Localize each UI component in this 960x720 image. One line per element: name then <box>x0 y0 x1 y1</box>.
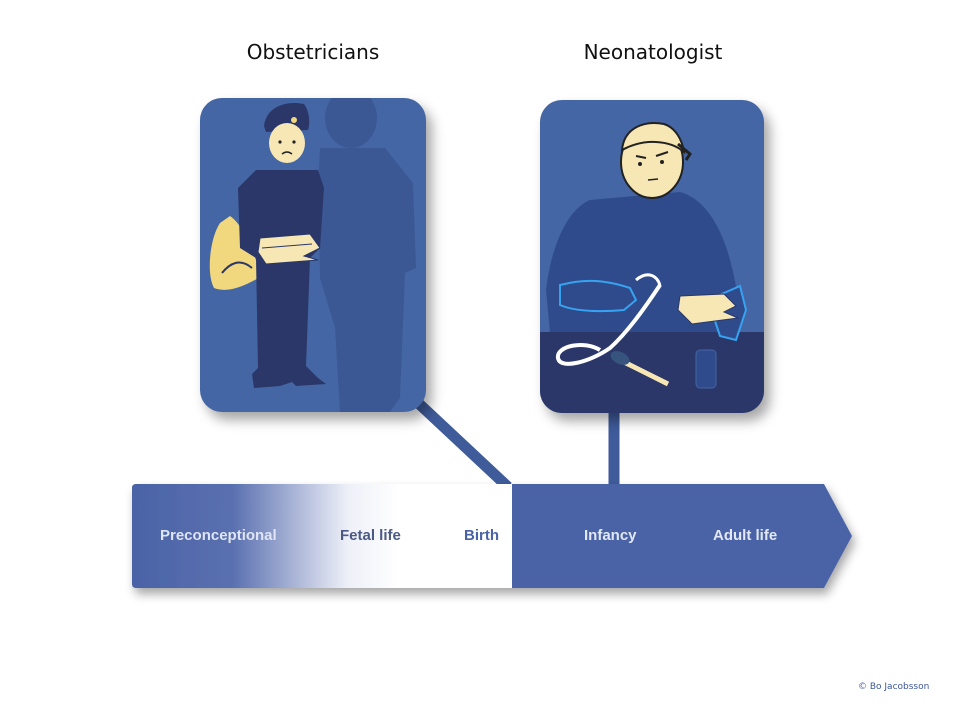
obstetricians-title: Obstetricians <box>246 40 380 64</box>
timeline-stage-preconceptional: Preconceptional <box>160 527 277 544</box>
copyright-notice: © Bo Jacobsson <box>858 682 930 692</box>
timeline-stage-infancy: Infancy <box>584 527 637 544</box>
timeline-stage-fetal-life: Fetal life <box>340 527 401 544</box>
obstetrician-card <box>200 98 426 412</box>
timeline-stage-birth: Birth <box>464 527 499 544</box>
obstetrician-connector <box>411 395 512 492</box>
neonatologist-card <box>540 100 764 413</box>
obstetrician-illustration-icon <box>209 98 416 412</box>
neonatologist-illustration-icon <box>540 122 764 413</box>
timeline-stage-adult-life: Adult life <box>713 527 778 544</box>
neonatologist-title: Neonatologist <box>583 40 723 64</box>
